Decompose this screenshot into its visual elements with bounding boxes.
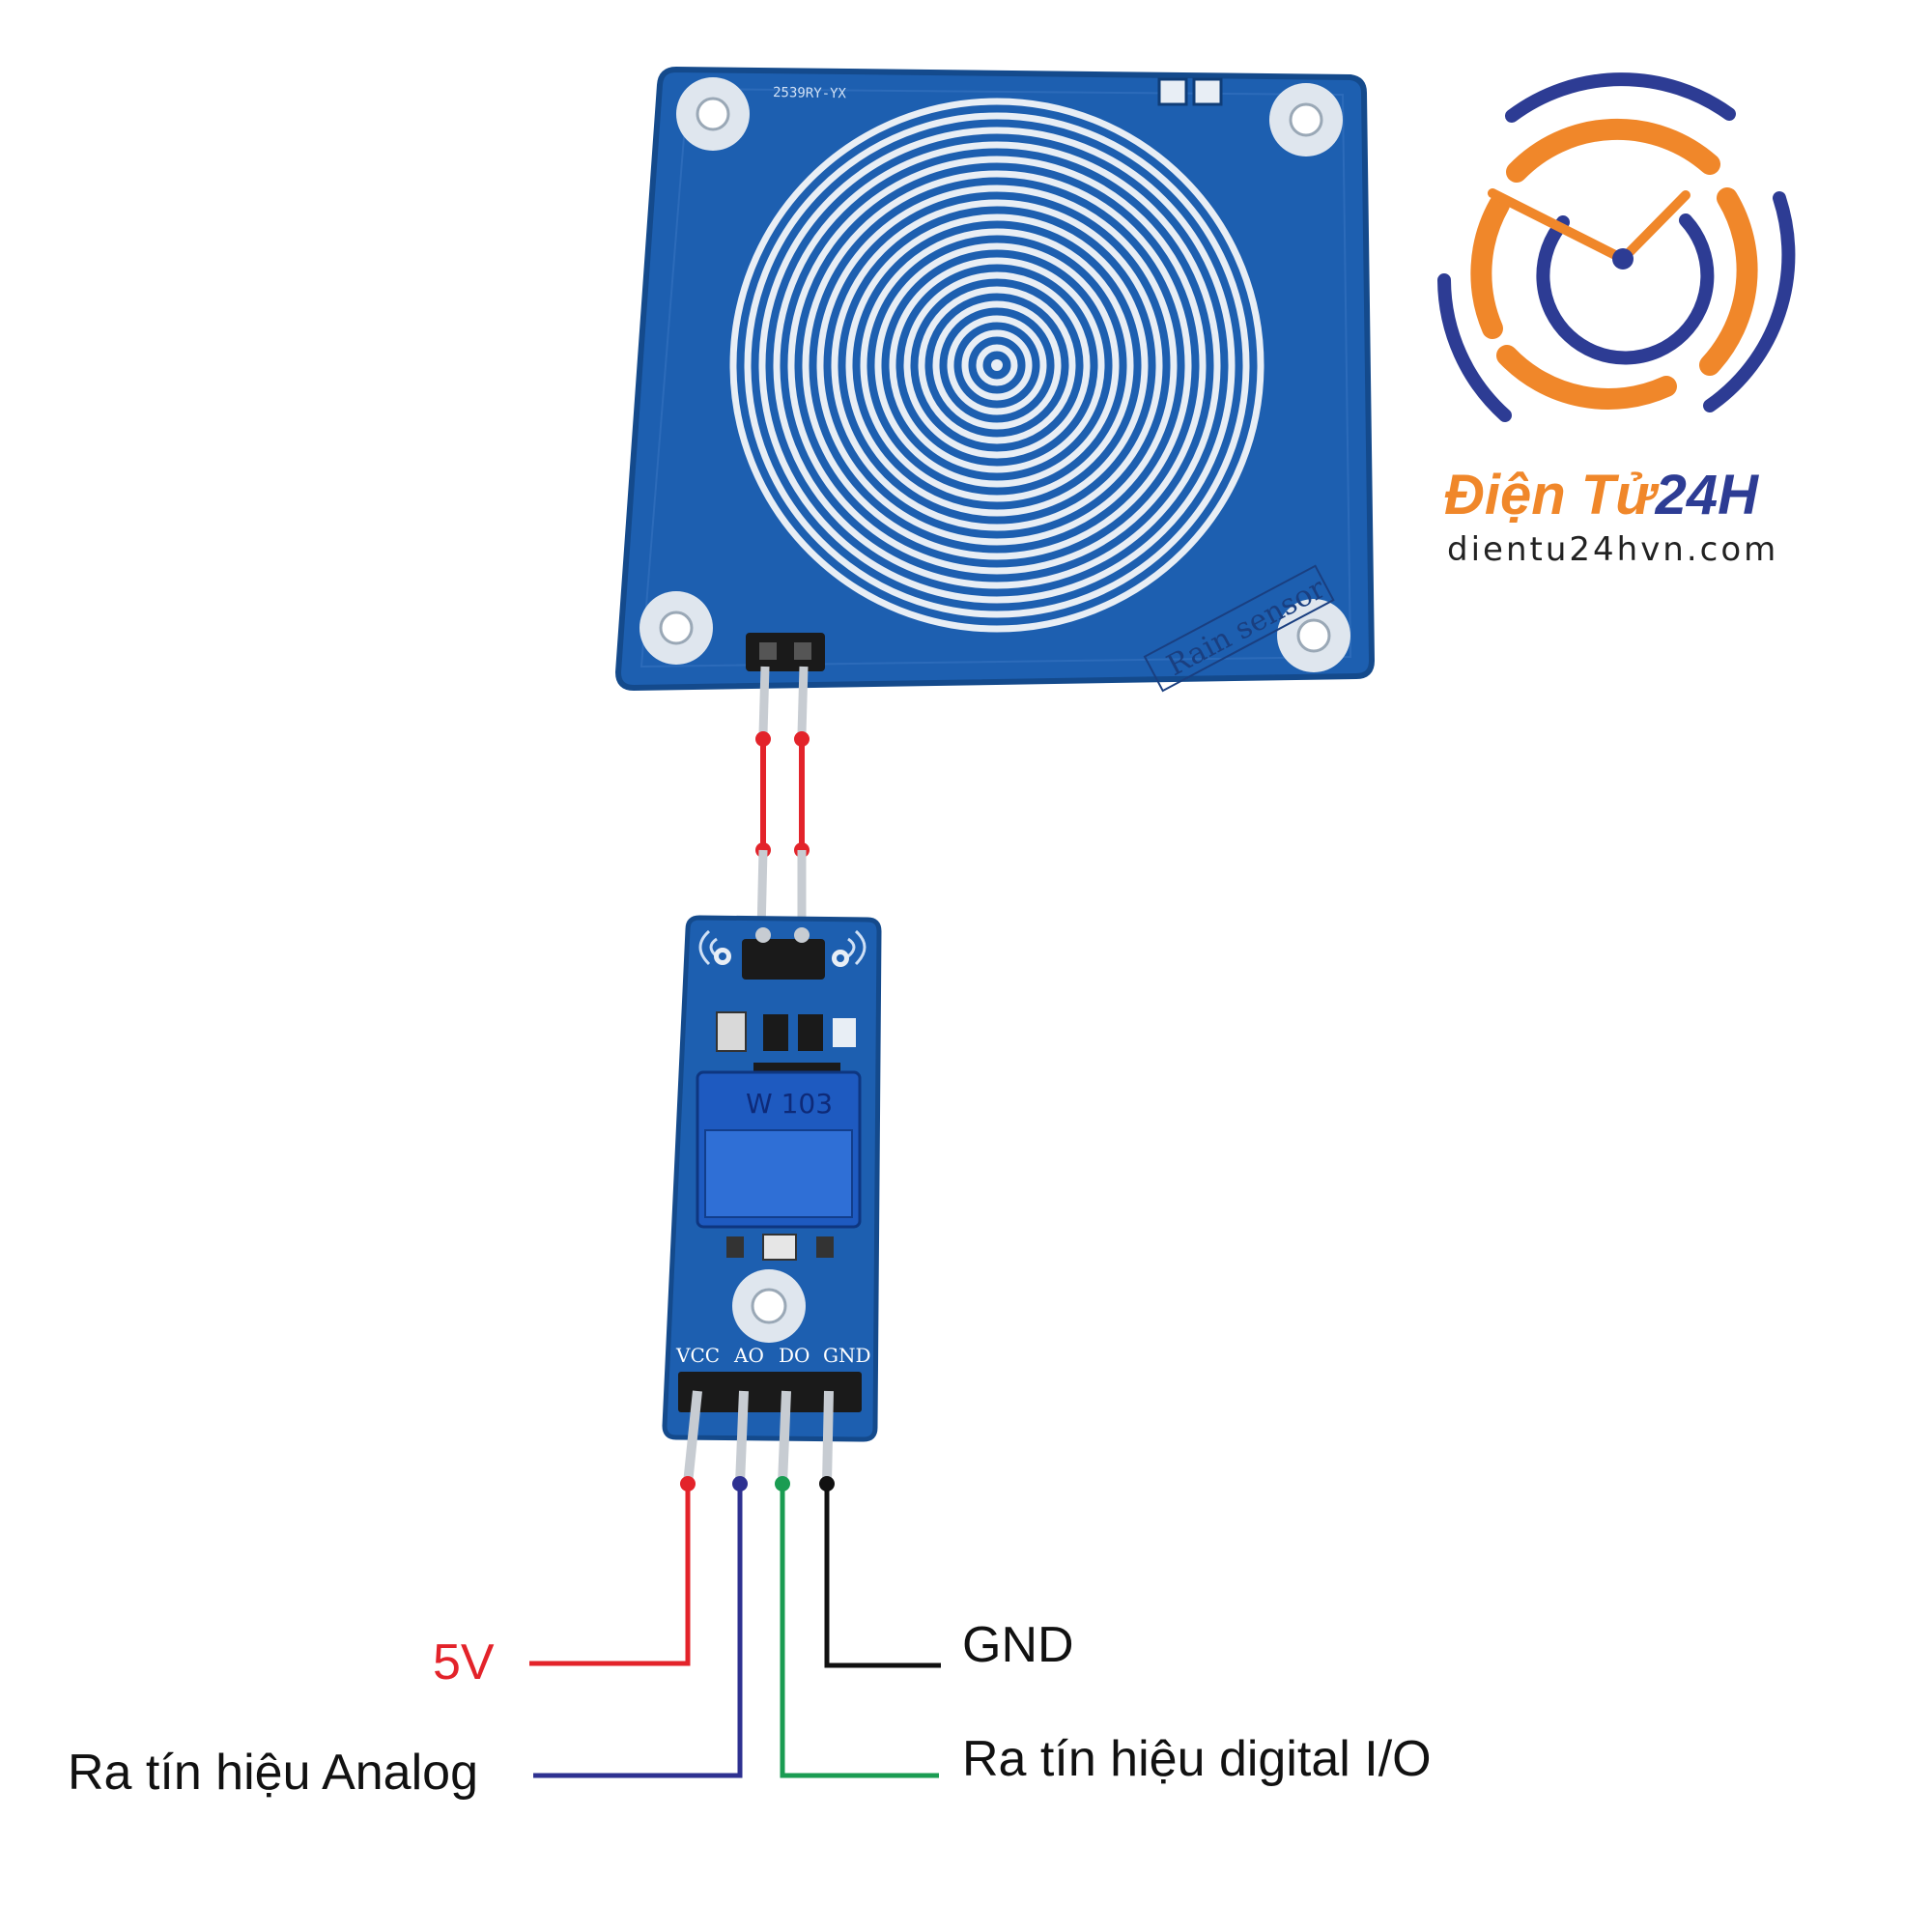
solder-pad	[1157, 77, 1188, 106]
sensing-ring	[961, 329, 1033, 401]
sensing-ring	[860, 228, 1134, 502]
connection-ao: Ra tín hiệu Analog	[68, 1476, 748, 1801]
status-led	[816, 1236, 834, 1258]
do-label: Ra tín hiệu digital I/O	[962, 1731, 1432, 1787]
sensor-header	[746, 633, 825, 671]
sensing-ring	[918, 286, 1076, 444]
sensing-ring	[773, 141, 1221, 589]
rain-label-frame	[1143, 564, 1335, 693]
smd-capacitor	[833, 1018, 856, 1047]
sensor-wires	[755, 666, 810, 933]
ao-wire-end	[732, 1476, 748, 1492]
module-input-header	[742, 939, 825, 980]
vcc-wire	[529, 1484, 691, 1666]
do-wire	[780, 1484, 939, 1778]
sensing-ring	[845, 213, 1149, 517]
mounting-hole-bottom-left	[639, 591, 713, 665]
module-output-header	[678, 1372, 862, 1412]
sensing-ring	[758, 127, 1236, 604]
pin-label-do: DO	[779, 1344, 810, 1367]
status-led	[726, 1236, 744, 1258]
mounting-hole-top-left	[676, 77, 750, 151]
sensing-ring	[802, 170, 1192, 560]
smd-resistor	[798, 1014, 823, 1051]
brand-name-part1: Điện Tử	[1444, 464, 1660, 526]
clock-icon	[1437, 72, 1796, 422]
do-wire-end	[775, 1476, 790, 1492]
pin-label-gnd: GND	[823, 1344, 871, 1367]
comparator-module: W 103 VCC AO DO GND	[662, 915, 882, 1442]
sensing-ring	[874, 242, 1120, 488]
smd-resistor	[716, 1011, 747, 1052]
mounting-hole-bottom-right	[1277, 599, 1350, 672]
sensing-ring	[787, 156, 1207, 575]
sensing-ring	[932, 300, 1062, 430]
potentiometer-marking: W 103	[746, 1088, 833, 1120]
vcc-wire-end	[680, 1476, 696, 1492]
sensing-center	[991, 359, 1003, 371]
pin-label-vcc: VCC	[675, 1344, 720, 1367]
sensing-ring	[947, 315, 1047, 415]
gnd-wire	[824, 1484, 941, 1668]
mounting-hole-top-right	[1269, 83, 1343, 156]
brand-name: Điện Tử24H	[1444, 464, 1759, 526]
board-code: 2539RY-YX	[773, 85, 847, 101]
ao-label: Ra tín hiệu Analog	[68, 1745, 478, 1801]
output-pins	[683, 1390, 834, 1485]
sensing-ring	[903, 271, 1091, 459]
sensing-ring	[729, 98, 1264, 633]
brand-logo: Điện Tử24H dientu24hvn.com	[1437, 72, 1796, 569]
sensing-ring	[831, 199, 1163, 531]
connection-gnd: GND	[819, 1476, 1074, 1673]
connection-do: Ra tín hiệu digital I/O	[775, 1476, 1432, 1787]
brand-url: dientu24hvn.com	[1447, 530, 1778, 569]
rain-sensor-board: 2539RY-YX Rain sensor	[614, 66, 1376, 693]
sensing-ring	[889, 257, 1105, 473]
solder-pad	[1192, 77, 1223, 106]
connection-vcc: 5V	[433, 1476, 696, 1690]
pin-label-ao: AO	[733, 1344, 764, 1367]
brand-name-part2: 24H	[1655, 464, 1760, 526]
ao-wire	[533, 1484, 743, 1778]
sensing-ring	[976, 344, 1018, 386]
sensing-ring	[744, 112, 1250, 618]
vcc-label: 5V	[433, 1634, 495, 1690]
status-led	[762, 1234, 797, 1261]
sensing-traces	[729, 98, 1264, 633]
gnd-label: GND	[962, 1617, 1074, 1673]
smd-resistor	[763, 1014, 788, 1051]
gnd-wire-end	[819, 1476, 835, 1492]
sensing-ring	[816, 185, 1178, 546]
